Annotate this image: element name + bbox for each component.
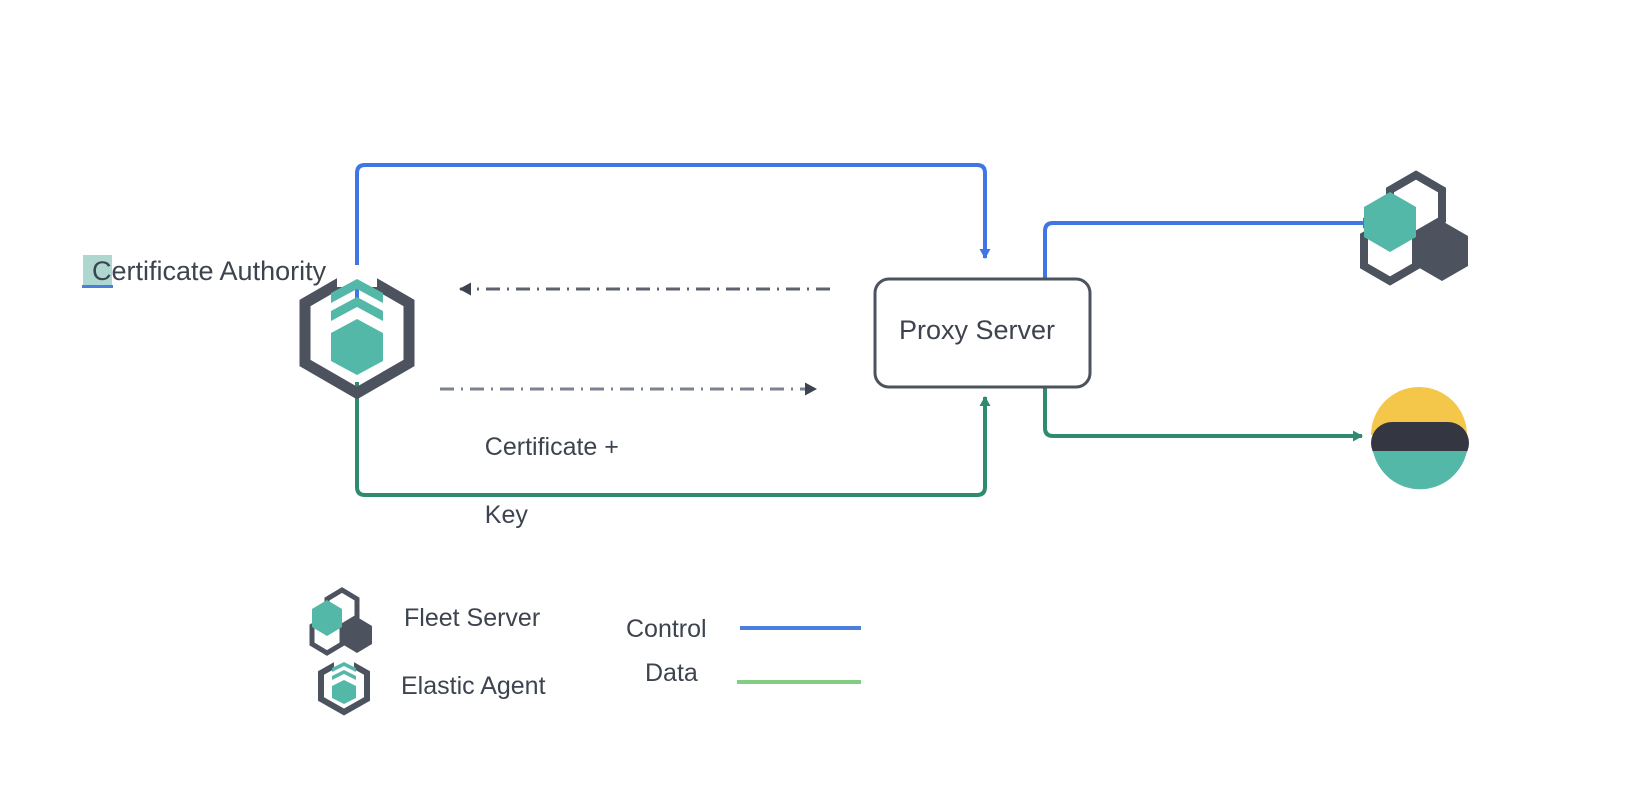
node-label-certificate-authority[interactable]: Certificate Authority	[92, 256, 327, 286]
legend-item-label-control: Control	[626, 615, 707, 643]
node-label-proxy-server[interactable]: Proxy Server	[899, 315, 1056, 345]
legend-item-label-elastic-agent: Elastic Agent	[401, 672, 546, 700]
text-edit-caret	[82, 285, 113, 288]
elasticsearch-icon[interactable]	[1371, 387, 1469, 490]
elastic-agent-icon[interactable]	[299, 265, 415, 400]
node-proxy-server[interactable]	[873, 277, 1092, 389]
edge-ca-to-proxy-control[interactable]	[355, 163, 991, 300]
edge-label-line-1: Certificate +	[484, 433, 619, 461]
certificate-authority-text-selection	[83, 255, 112, 288]
legend-elastic-agent-icon	[318, 655, 370, 716]
edge-label-certificate-key[interactable]: Certificate + Key	[457, 396, 619, 566]
legend-item-label-fleet-server: Fleet Server	[404, 604, 541, 632]
legend-item-label-data: Data	[645, 659, 698, 687]
edge-proxy-to-fleet-control[interactable]	[1043, 217, 1373, 278]
edge-ca-to-proxy-data[interactable]	[355, 382, 991, 497]
legend-fleet-server-icon	[309, 587, 372, 656]
fleet-server-icon[interactable]	[1360, 170, 1468, 286]
edge-proxy-to-elasticsearch-data[interactable]	[1043, 378, 1363, 442]
edge-label-line-2: Key	[484, 501, 528, 529]
